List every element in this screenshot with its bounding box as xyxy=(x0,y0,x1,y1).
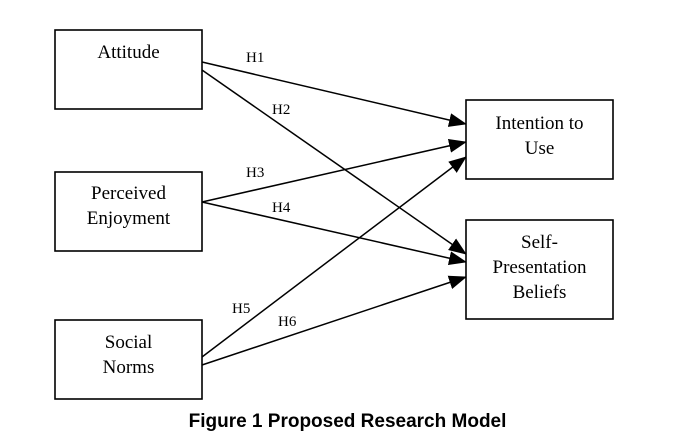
node-label-perceived-enjoyment-line-2: Enjoyment xyxy=(87,208,171,229)
edge-arrow-attitude-to-self-presentation-beliefs xyxy=(201,69,467,255)
node-label-self-presentation-beliefs-line-3: Beliefs xyxy=(513,282,567,303)
edge-arrow-attitude-to-intention-to-use xyxy=(201,61,467,127)
node-box-intention-to-use xyxy=(465,99,614,180)
node-label-perceived-enjoyment-line-1: Perceived xyxy=(91,183,166,204)
edge-label-h1: H1 xyxy=(246,50,264,66)
edge-label-h4: H4 xyxy=(272,200,291,216)
edge-label-h5: H5 xyxy=(232,301,250,317)
node-label-social-norms-line-1: Social xyxy=(105,332,153,353)
node-box-attitude xyxy=(54,29,203,110)
edge-label-h3: H3 xyxy=(246,165,264,181)
node-intention-to-use: Intention to Use xyxy=(465,99,614,180)
node-label-self-presentation-beliefs-line-1: Self- xyxy=(521,232,558,253)
node-attitude: Attitude xyxy=(54,29,203,110)
node-label-intention-to-use-line-2: Use xyxy=(525,138,555,159)
edge-label-h6: H6 xyxy=(278,314,297,330)
node-label-self-presentation-beliefs-line-2: Presentation xyxy=(493,257,587,278)
node-box-social-norms xyxy=(54,319,203,400)
node-label-social-norms-line-2: Norms xyxy=(103,357,155,378)
edge-arrow-perceived-enjoyment-to-intention-to-use xyxy=(201,138,467,203)
edge-label-h2: H2 xyxy=(272,102,290,118)
edge-arrow-social-norms-to-intention-to-use xyxy=(201,156,467,358)
node-label-attitude-line-1: Attitude xyxy=(97,42,159,63)
node-label-intention-to-use-line-1: Intention to xyxy=(495,113,583,134)
edge-arrow-perceived-enjoyment-to-self-presentation-beliefs xyxy=(201,201,467,266)
figure-caption: Figure 1 Proposed Research Model xyxy=(188,411,507,432)
edge-arrow-social-norms-to-self-presentation-beliefs xyxy=(201,275,467,366)
node-box-perceived-enjoyment xyxy=(54,171,203,252)
node-box-self-presentation-beliefs xyxy=(465,219,614,320)
